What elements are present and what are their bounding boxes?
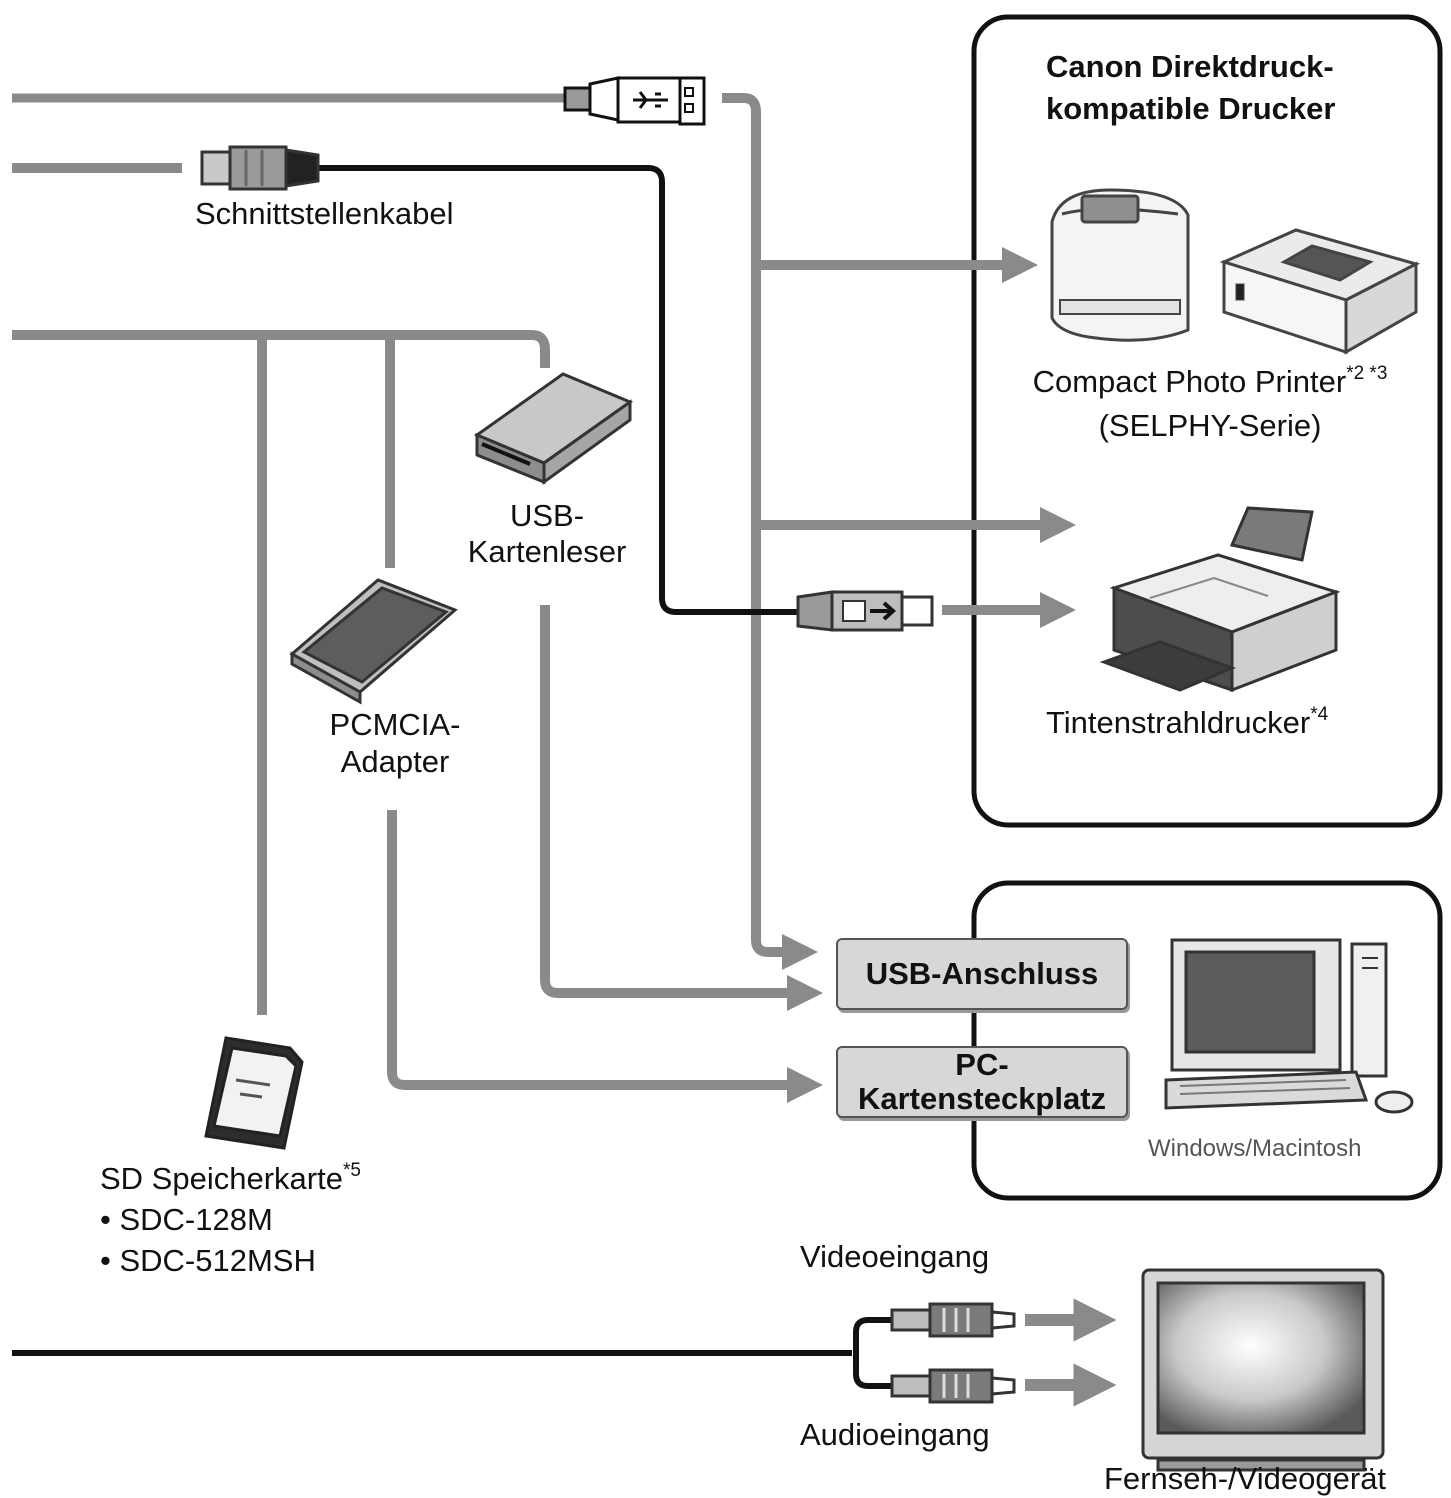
sd-card-model: • SDC-512MSH — [100, 1243, 316, 1278]
inkjet-printer-name: Tintenstrahldrucker — [1046, 705, 1311, 740]
inkjet-printer-icon — [1099, 506, 1341, 693]
photo-printer-footnotes: *2 *3 — [1346, 362, 1388, 384]
pcmcia-to-card-slot — [387, 810, 823, 1103]
printers-title-line1: Canon Direktdruck- — [1046, 49, 1334, 84]
photo-printer-caption: Compact Photo Printer*2 *3 (SELPHY-Serie… — [1000, 360, 1420, 448]
pc-card-slot-box: PC- Kartensteckplatz — [836, 1046, 1128, 1118]
video-input-label: Videoeingang — [800, 1239, 990, 1274]
interface-cable — [318, 165, 800, 615]
pc-card-slot-line2: Kartensteckplatz — [857, 1081, 1107, 1116]
tv-icon — [1141, 1268, 1385, 1472]
flat-photo-printer-icon — [1219, 228, 1421, 355]
printers-panel — [971, 14, 1443, 828]
inkjet-printer-footnote: *4 — [1310, 703, 1329, 725]
video-rca-plug-icon — [890, 1302, 1016, 1338]
computer-icon — [1164, 938, 1414, 1114]
usb-card-reader-icon — [473, 372, 634, 485]
printers-panel-title: Canon Direktdruck- kompatible Drucker — [1046, 46, 1335, 130]
usb-card-reader-line1: USB- — [509, 498, 585, 533]
tv-device-label: Fernseh-/Videogerät — [1104, 1461, 1387, 1496]
pcmcia-line2: Adapter — [340, 744, 450, 779]
compact-photo-printer-icon — [1050, 188, 1190, 342]
photo-printer-name: Compact Photo Printer — [1032, 364, 1347, 399]
audio-input-label: Audioeingang — [800, 1417, 990, 1452]
sd-card-label: SD Speicherkarte*5 • SDC-128M • SDC-512M… — [100, 1158, 361, 1281]
photo-printer-series: (SELPHY-Serie) — [1098, 408, 1322, 443]
pc-card-slot-line1: PC- — [955, 1047, 1009, 1082]
av-cable-split — [853, 1317, 892, 1389]
printer-plug-icon — [796, 590, 934, 632]
usb-port-label: USB-Anschluss — [865, 956, 1099, 991]
sd-card-icon — [204, 1036, 304, 1150]
usb-a-plug-icon — [563, 76, 706, 126]
usb-port-box: USB-Anschluss — [836, 938, 1128, 1010]
sd-card-model: • SDC-128M — [100, 1202, 273, 1237]
card-reader-to-usb-port — [540, 605, 823, 1011]
interface-plug-icon — [200, 145, 320, 191]
interface-cable-label: Schnittstellenkabel — [195, 196, 454, 231]
os-label: Windows/Macintosh — [1148, 1135, 1362, 1162]
usb-card-reader-line2: Kartenleser — [467, 534, 627, 569]
inkjet-printer-caption: Tintenstrahldrucker*4 — [1046, 704, 1328, 742]
pcmcia-adapter-label: PCMCIA- Adapter — [300, 706, 490, 780]
pcmcia-adapter-icon — [289, 578, 458, 705]
audio-rca-plug-icon — [890, 1368, 1016, 1404]
usb-card-reader-label: USB- Kartenleser — [452, 498, 642, 570]
sd-card-name: SD Speicherkarte — [100, 1161, 343, 1196]
camera-card-main-line — [12, 330, 550, 368]
computer-panel — [971, 880, 1443, 1201]
sd-card-footnote: *5 — [342, 1159, 361, 1181]
pcmcia-line1: PCMCIA- — [329, 707, 461, 742]
printers-title-line2: kompatible Drucker — [1046, 91, 1336, 126]
